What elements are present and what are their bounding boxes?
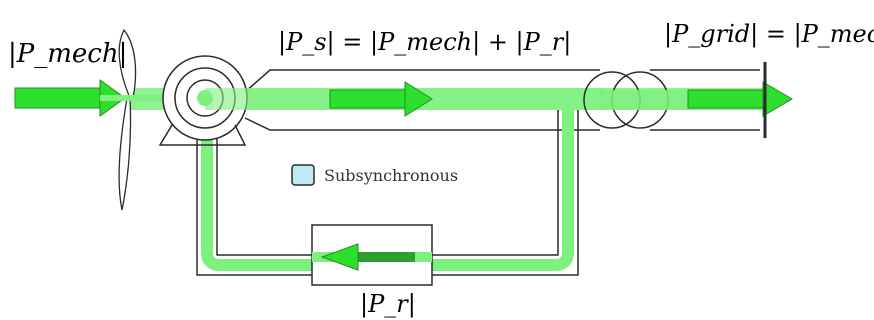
stator-power-arrow <box>329 81 433 117</box>
shaft-housing <box>244 69 760 131</box>
p-mech-label: |P_mech| <box>8 39 127 69</box>
grid-power-arrow <box>687 81 793 117</box>
turbine-blade-icon <box>118 28 137 211</box>
p-grid-equation: |P_grid| = |P_mech| <box>664 20 874 49</box>
legend-label: Subsynchronous <box>324 166 458 185</box>
p-s-equation: |P_s| = |P_mech| + |P_r| <box>278 28 571 57</box>
rotor-arrow <box>320 243 415 271</box>
p-r-label: |P_r| <box>360 290 416 319</box>
legend-swatch <box>291 164 315 186</box>
